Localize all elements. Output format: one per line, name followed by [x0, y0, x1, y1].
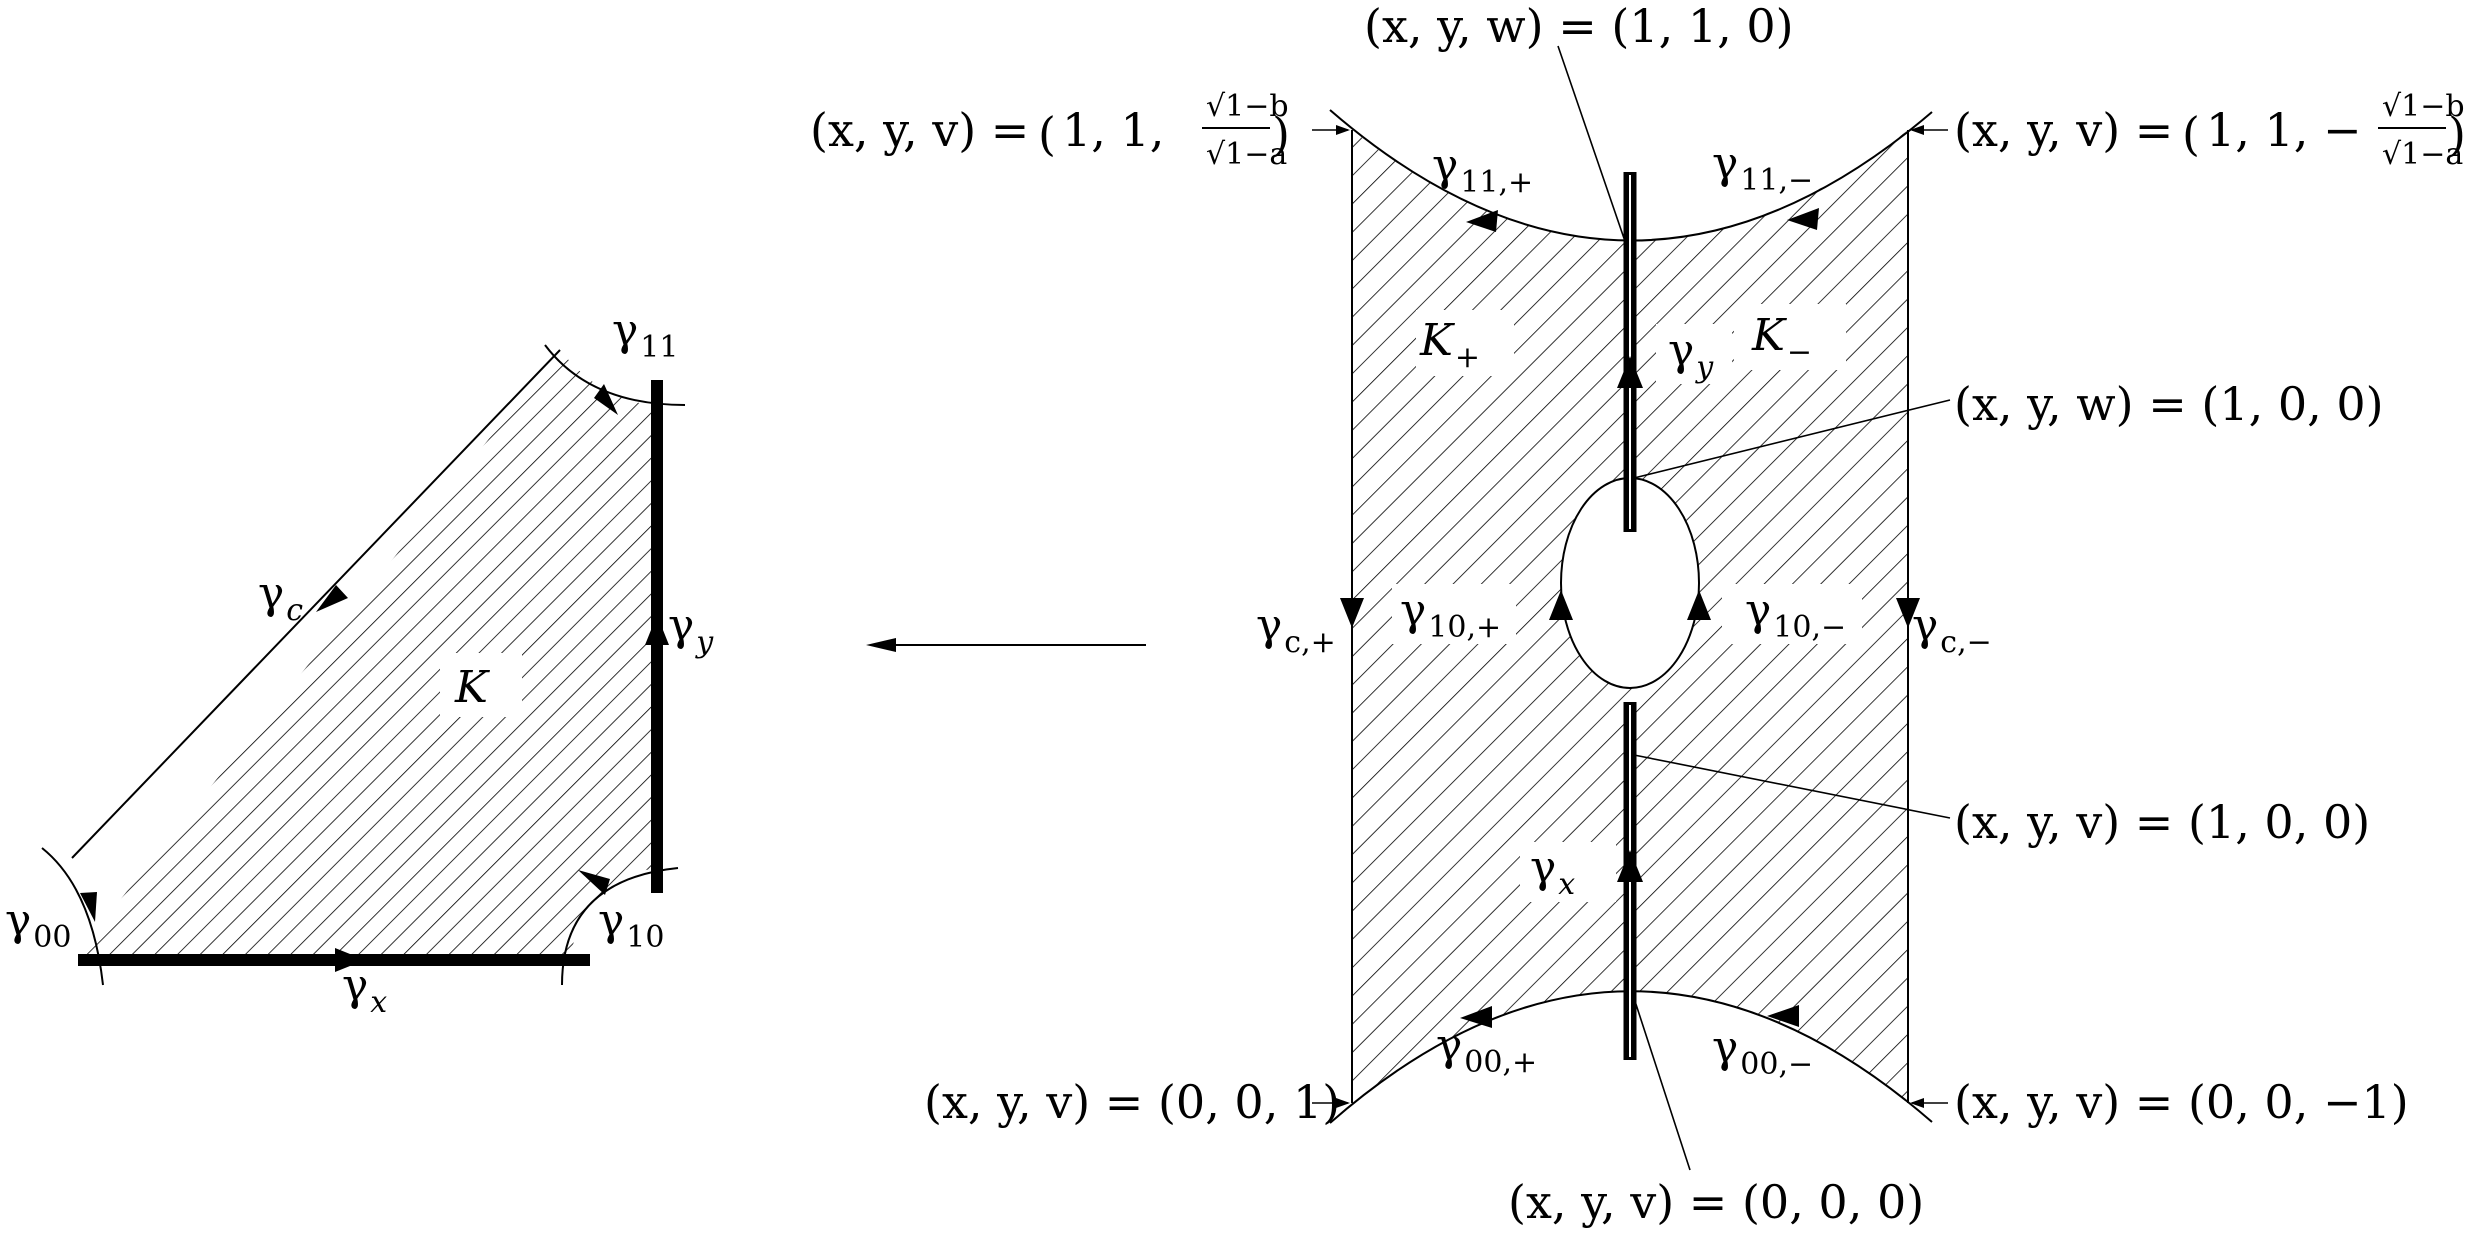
coord-top-w: (x, y, w) = (1, 1, 0) — [1364, 0, 1794, 53]
svg-text:): ) — [1272, 107, 1290, 161]
label-gamma-10: γ10 — [598, 895, 664, 955]
arrow-gamma-x — [335, 948, 365, 972]
label-gamma-x-right: γx — [1530, 842, 1575, 902]
region-k-hatching — [72, 350, 655, 960]
svg-text:√1−b: √1−b — [2382, 89, 2465, 124]
coord-top-left: (x, y, v) = ( 1, 1, √1−b √1−a ) — [810, 89, 1290, 172]
svg-text:): ) — [2448, 107, 2466, 161]
coord-mid-w: (x, y, w) = (1, 0, 0) — [1954, 377, 2384, 431]
label-gamma-10-plus: γ10,+ — [1400, 585, 1501, 645]
curve-gamma-c — [71, 349, 561, 859]
coord-bottom-center: (x, y, v) = (0, 0, 0) — [1508, 1175, 1924, 1229]
label-gamma-10-minus: γ10,− — [1745, 585, 1846, 645]
arrow-gamma-c-plus — [1340, 598, 1364, 628]
left-panel: K γc γy γx γ00 γ10 γ11 — [5, 305, 714, 1020]
pointer-top-w — [1557, 45, 1629, 251]
arrow-gamma-11-minus — [1787, 208, 1819, 230]
pointer-bottom-center — [1631, 991, 1691, 1171]
coord-bottom-left: (x, y, v) = (0, 0, 1) — [924, 1075, 1340, 1129]
label-gamma-00-minus: γ00,− — [1712, 1022, 1813, 1082]
arrow-gamma-y — [645, 615, 669, 645]
label-gamma-y: γy — [668, 600, 714, 660]
arrow-gamma-y-right — [1617, 356, 1643, 388]
label-gamma-c-plus: γc,+ — [1256, 600, 1336, 660]
right-panel: K+ K− γ11,+ γ11,− γy γc,+ γc,− γ10,+ γ10… — [810, 0, 2466, 1229]
svg-text:√1−a: √1−a — [1206, 137, 1287, 172]
label-gamma-00-plus: γ00,+ — [1436, 1020, 1537, 1080]
label-region-k: K — [454, 662, 490, 713]
arrow-gamma-10 — [578, 870, 610, 895]
label-gamma-11: γ11 — [612, 305, 678, 365]
arrow-gamma-10-minus — [1687, 590, 1711, 620]
coord-bottom-right: (x, y, v) = (0, 0, −1) — [1954, 1075, 2409, 1129]
label-gamma-c: γc — [258, 568, 303, 628]
map-arrow — [866, 638, 1146, 652]
pointer-mid-v — [1633, 754, 1951, 819]
svg-text:√1−b: √1−b — [1206, 89, 1289, 124]
arrow-gamma-00 — [80, 892, 97, 922]
svg-text:(x, y, v) =: (x, y, v) = — [1954, 103, 2173, 157]
arrow-gamma-c-minus — [1896, 598, 1920, 628]
arrow-gamma-00-minus — [1767, 1005, 1799, 1027]
label-gamma-c-minus: γc,− — [1912, 600, 1992, 660]
label-gamma-00: γ00 — [5, 895, 71, 955]
arrow-gamma-10-plus — [1549, 590, 1573, 620]
svg-text:(: ( — [1038, 107, 1056, 161]
label-gamma-11-plus: γ11,+ — [1432, 140, 1533, 200]
arrow-gamma-11-plus — [1466, 210, 1498, 232]
svg-text:(: ( — [2182, 107, 2200, 161]
arrow-gamma-00-plus — [1460, 1006, 1492, 1028]
label-region-k-plus: K+ — [1419, 315, 1480, 375]
label-region-k-minus: K− — [1751, 310, 1812, 370]
arrow-gamma-c — [316, 585, 348, 612]
label-gamma-y-right: γy — [1668, 325, 1714, 385]
arrow-gamma-x-right — [1617, 850, 1643, 882]
coord-top-right: (x, y, v) = ( 1, 1, − √1−b √1−a ) — [1954, 89, 2466, 172]
svg-text:√1−a: √1−a — [2382, 137, 2463, 172]
svg-text:1, 1,: 1, 1, — [1062, 103, 1164, 157]
label-gamma-x: γx — [342, 960, 387, 1020]
svg-text:1, 1, −: 1, 1, − — [2206, 103, 2362, 157]
pointer-mid-w — [1633, 399, 1951, 479]
svg-text:(x, y, v) =: (x, y, v) = — [810, 103, 1029, 157]
coord-mid-v: (x, y, v) = (1, 0, 0) — [1954, 795, 2370, 849]
arrow-gamma-11 — [594, 384, 618, 415]
label-gamma-11-minus: γ11,− — [1712, 138, 1813, 198]
